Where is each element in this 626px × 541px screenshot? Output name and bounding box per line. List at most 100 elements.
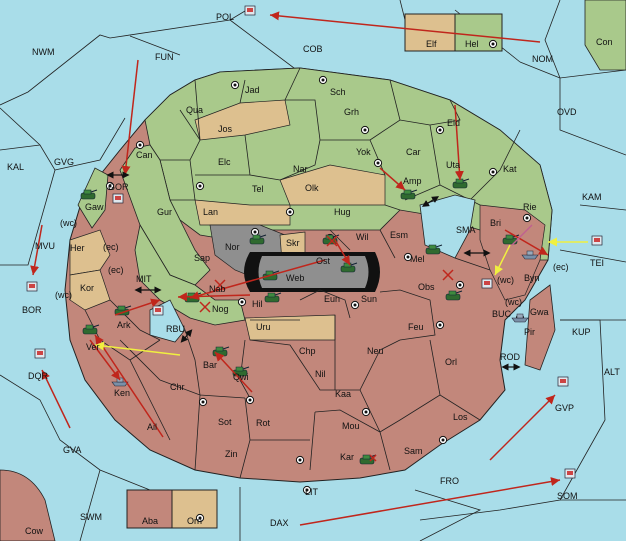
land-label-eld: Eld xyxy=(447,118,460,128)
land-label-skr: Skr xyxy=(286,238,300,248)
circle-dot-icon xyxy=(245,395,255,405)
circle-dot-icon xyxy=(361,407,371,417)
flag-icon xyxy=(34,348,46,359)
sea-label-nom: NOM xyxy=(532,54,553,64)
land-label-kor: Kor xyxy=(80,283,94,293)
circle-dot-icon xyxy=(373,158,383,168)
sea-label-pol: POL xyxy=(216,12,234,22)
land-label-ark: Ark xyxy=(117,320,131,330)
sea-label-swm: SWM xyxy=(80,512,102,522)
land-label-esm: Esm xyxy=(390,230,408,240)
land-label-gaw: Gaw xyxy=(85,202,104,212)
coast-mark: (ec) xyxy=(553,262,569,272)
sea-label-dax: DAX xyxy=(270,518,289,528)
land-label-aba: Aba xyxy=(142,516,158,526)
coast-mark: (wc) xyxy=(55,290,72,300)
circle-dot-icon xyxy=(438,435,448,445)
sea-label-gvp: GVP xyxy=(555,403,574,413)
land-label-mou: Mou xyxy=(342,421,360,431)
flag-icon xyxy=(564,468,576,479)
land-label-tel: Tel xyxy=(252,184,264,194)
flag-icon xyxy=(591,235,603,246)
land-label-sun: Sun xyxy=(361,294,377,304)
land-label-wil: Wil xyxy=(356,232,369,242)
land-label-kaa: Kaa xyxy=(335,389,351,399)
con-island xyxy=(584,0,626,71)
circle-dot-icon xyxy=(318,75,328,85)
flag-icon xyxy=(152,305,164,316)
sea-label-rbu: RBU xyxy=(166,324,185,334)
sea-label-cob: COB xyxy=(303,44,323,54)
sea-label-gva: GVA xyxy=(63,445,81,455)
circle-dot-icon xyxy=(237,297,247,307)
flag-icon xyxy=(26,281,38,292)
land-label-elc: Elc xyxy=(218,157,231,167)
land-label-bar: Bar xyxy=(203,360,217,370)
sea-labels: NWM FUN COB POL NOM Con OVD KAL GVG KAM … xyxy=(7,12,620,536)
sea-label-gvg: GVG xyxy=(54,157,74,167)
land-label-byn: Byn xyxy=(524,273,540,283)
pir-peninsula xyxy=(524,284,556,371)
circle-dot-icon xyxy=(488,167,498,177)
circle-dot-icon xyxy=(230,80,240,90)
land-label-nab: Nab xyxy=(209,284,226,294)
coast-mark: (ec) xyxy=(108,265,124,275)
land-label-ver: Ver xyxy=(86,342,100,352)
land-label-eun: Eun xyxy=(324,294,340,304)
sea-label-buc: BUC xyxy=(492,309,512,319)
passage-arrows xyxy=(106,171,521,371)
land-labels: Jad Sch Qua Jos Grh Eld Can Elc Nar Yok … xyxy=(70,39,549,526)
land-label-obs: Obs xyxy=(418,282,435,292)
convoy-line xyxy=(511,224,533,246)
land-label-nar: Nar xyxy=(293,164,308,174)
sea-label-fun: FUN xyxy=(155,52,174,62)
circle-dot-icon xyxy=(435,125,445,135)
circle-dot-icon xyxy=(455,280,465,290)
cow-island xyxy=(0,469,56,541)
land-label-hil: Hil xyxy=(252,299,263,309)
land-label-lan: Lan xyxy=(203,207,218,217)
coast-mark: (wc) xyxy=(497,275,514,285)
sea-label-con: Con xyxy=(596,37,613,47)
sea-label-cow: Cow xyxy=(25,526,44,536)
circle-dot-icon xyxy=(250,227,260,237)
land-label-rot: Rot xyxy=(256,418,271,428)
land-label-nor: Nor xyxy=(225,242,240,252)
land-label-neu: Neu xyxy=(367,346,384,356)
land-label-can: Can xyxy=(136,150,153,160)
land-label-orl: Orl xyxy=(445,357,457,367)
land-label-rie: Rie xyxy=(523,202,537,212)
land-label-pir: Pir xyxy=(524,327,535,337)
land-label-chr: Chr xyxy=(170,382,185,392)
land-label-feu: Feu xyxy=(408,322,424,332)
land-label-uta: Uta xyxy=(446,160,460,170)
circle-dot-icon xyxy=(295,455,305,465)
island-aba-orn xyxy=(126,489,218,529)
circle-dot-icon xyxy=(360,125,370,135)
land-label-kat: Kat xyxy=(503,164,517,174)
land-label-mel: Mel xyxy=(410,254,425,264)
land-label-car: Car xyxy=(406,147,421,157)
support-arrows xyxy=(94,237,588,356)
land-label-gor: GOR xyxy=(108,182,129,192)
sea-label-nwm: NWM xyxy=(32,47,55,57)
flag-icon xyxy=(481,278,493,289)
flag-icon xyxy=(112,193,124,204)
land-label-olk: Olk xyxy=(305,183,319,193)
sea-label-som: SOM xyxy=(557,491,578,501)
land-label-nil: Nil xyxy=(315,369,326,379)
sea-label-tei: TEI xyxy=(590,258,604,268)
sea-label-mvu: MVU xyxy=(35,241,55,251)
land-label-sot: Sot xyxy=(218,417,232,427)
land-label-hel: Hel xyxy=(465,39,479,49)
circle-dot-icon xyxy=(488,39,498,49)
coast-mark: (ec) xyxy=(103,242,119,252)
circle-dot-icon xyxy=(435,320,445,330)
island-elf-hel xyxy=(404,13,503,52)
circle-dot-icon xyxy=(135,140,145,150)
land-label-hug: Hug xyxy=(334,207,351,217)
flag-icon xyxy=(244,5,256,16)
land-label-web: Web xyxy=(286,273,304,283)
